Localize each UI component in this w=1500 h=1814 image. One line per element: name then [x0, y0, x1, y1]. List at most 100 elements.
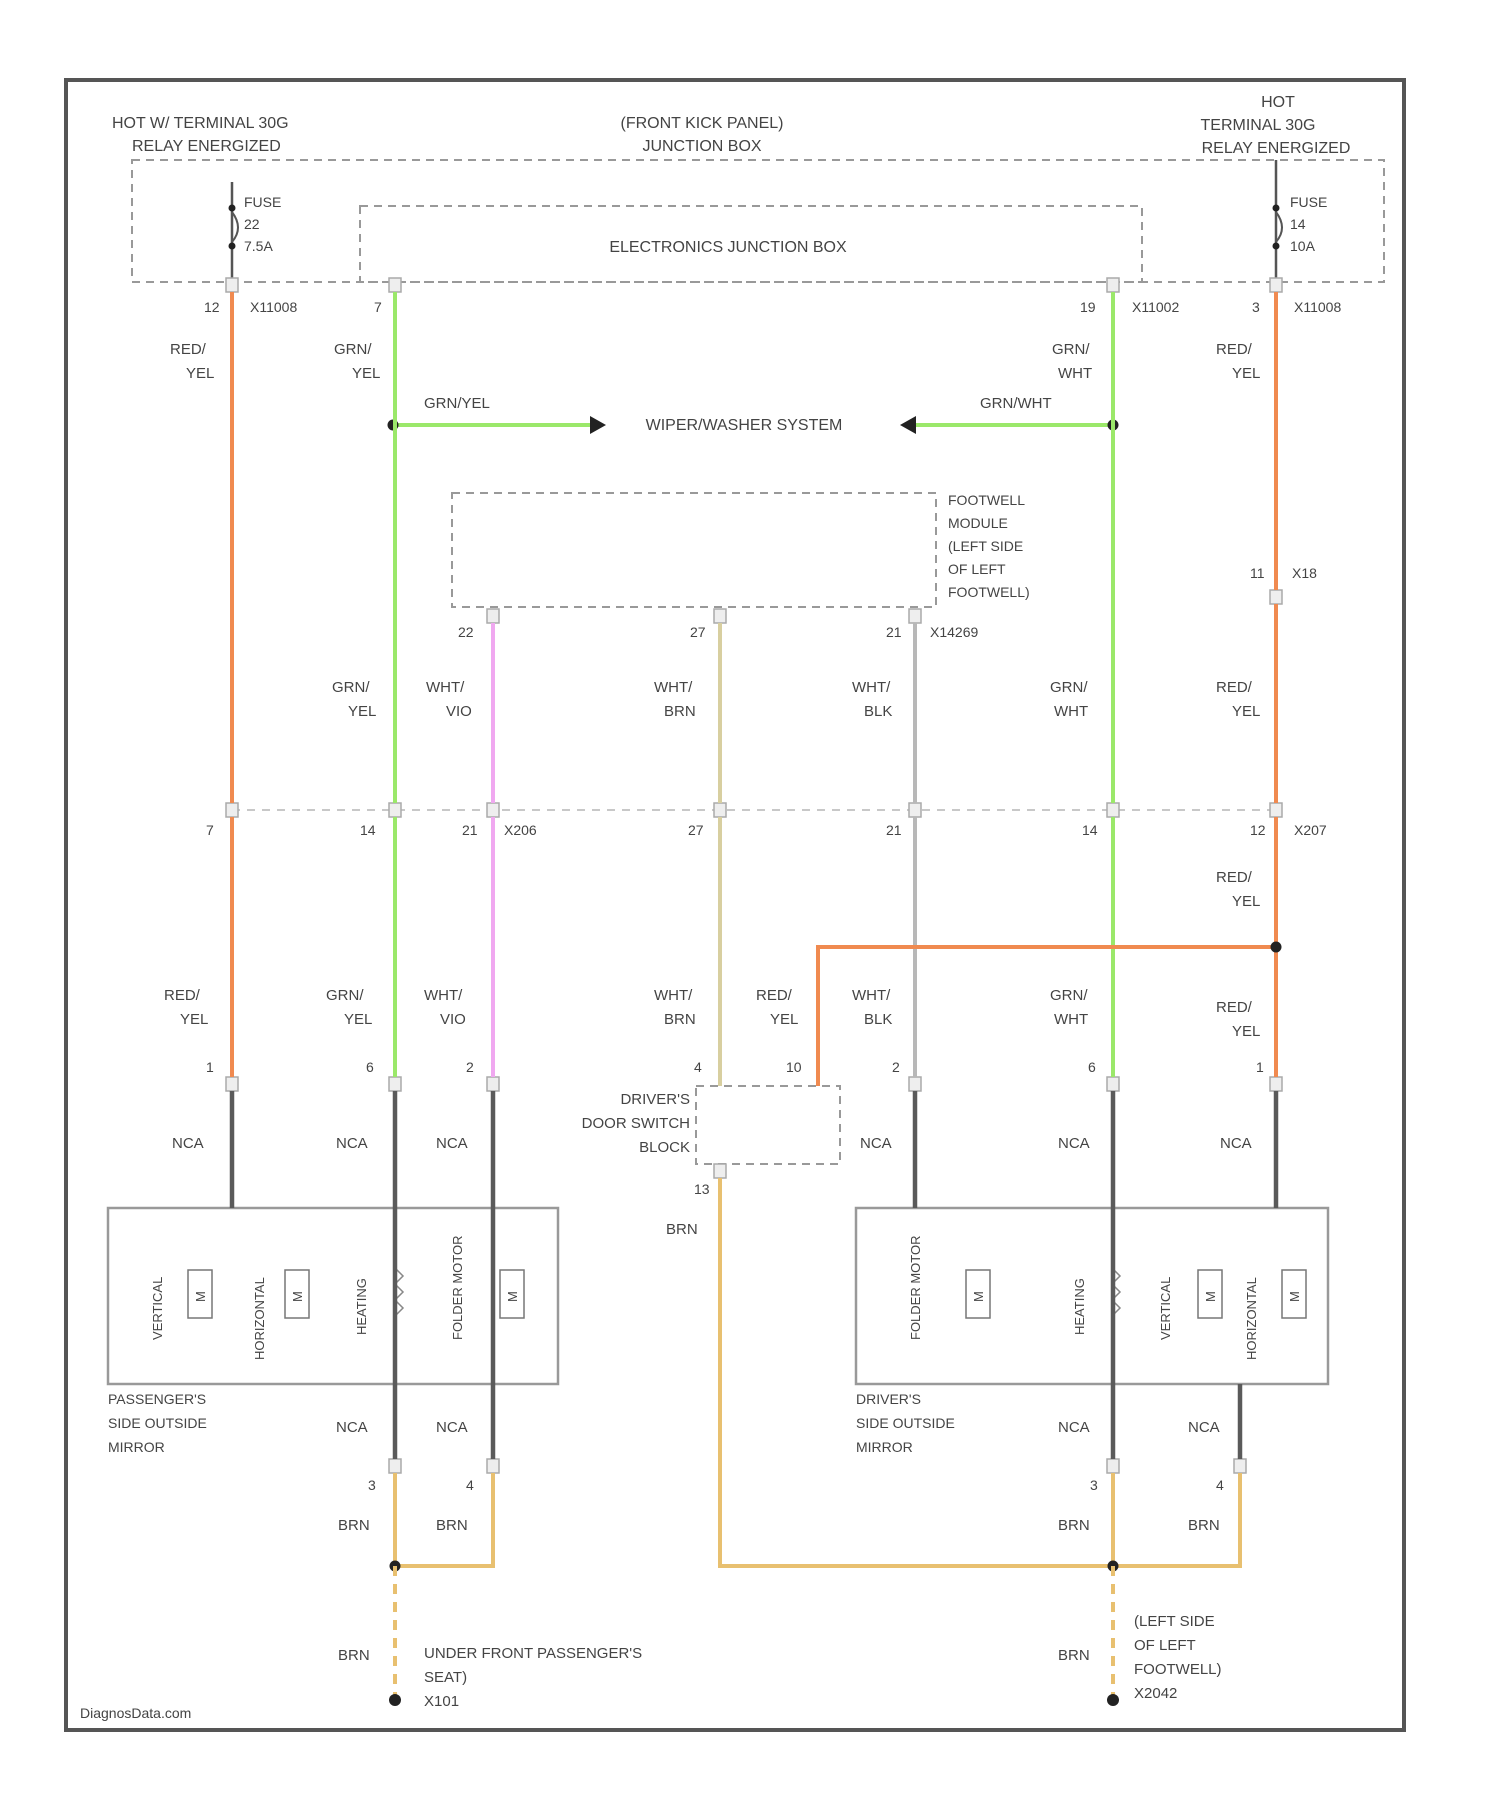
wire-label-yel: YEL [1232, 365, 1260, 382]
wire-label-red: RED/ [756, 987, 793, 1004]
pin-box [1107, 1077, 1119, 1091]
wire-label-vio: VIO [440, 1011, 466, 1028]
conn-x11002: X11002 [1132, 299, 1179, 315]
wire-label-brn: BRN [1058, 1517, 1090, 1534]
wire-label-yel: YEL [1232, 893, 1260, 910]
pin-4-switch: 4 [694, 1059, 702, 1075]
wire-label-wht: WHT [1058, 365, 1092, 382]
wire-label-red: RED/ [164, 987, 201, 1004]
pin-3-drv-bottom: 3 [1090, 1477, 1098, 1493]
wire-label-brn: BRN [666, 1221, 698, 1238]
wire-label-yel: YEL [348, 703, 376, 720]
pin-box [389, 803, 401, 817]
wire-label-wht: WHT [1054, 1011, 1088, 1028]
wire-label-nca: NCA [1058, 1419, 1090, 1436]
fuse-left-label: FUSE [244, 194, 281, 210]
hot-right-label-3: RELAY ENERGIZED [1202, 140, 1351, 157]
footwell-label-2: MODULE [948, 515, 1008, 531]
wire-label-brn: BRN [436, 1517, 468, 1534]
wire-label-red: RED/ [1216, 341, 1253, 358]
pin-3-top: 3 [1252, 299, 1260, 315]
pin-box [487, 609, 499, 623]
wire-label-yel: YEL [344, 1011, 372, 1028]
pass-folder-motor: FOLDER MOTOR M [450, 1236, 524, 1341]
wire-label-wht: WHT/ [426, 679, 465, 696]
pin-21-x207: 21 [886, 822, 902, 838]
wire-label-nca: NCA [860, 1135, 892, 1152]
motor-m-label: M [971, 1291, 986, 1302]
front-kick-label: (FRONT KICK PANEL) [621, 115, 784, 132]
motor-vertical-label: VERTICAL [150, 1277, 165, 1340]
ejb-label: ELECTRONICS JUNCTION BOX [609, 239, 847, 256]
pin-7-top: 7 [374, 299, 382, 315]
wire-label-red: RED/ [1216, 679, 1253, 696]
fuse-right-amp: 10A [1290, 238, 1316, 254]
fuse-right-icon [1273, 160, 1283, 278]
wire-label-grn: GRN/ [1050, 679, 1088, 696]
wire-label-red: RED/ [170, 341, 207, 358]
pin-13-switch: 13 [694, 1181, 710, 1197]
motor-vertical-label: VERTICAL [1158, 1277, 1173, 1340]
wire-grn-yel-label: GRN/YEL [424, 395, 490, 412]
gnd-drv-label-1: (LEFT SIDE [1134, 1613, 1215, 1630]
pass-mirror-label-2: SIDE OUTSIDE [108, 1415, 207, 1431]
pin-box [389, 1077, 401, 1091]
pin-box [714, 609, 726, 623]
fuse-left-icon [229, 182, 239, 278]
drv-mirror-label-3: MIRROR [856, 1439, 913, 1455]
pin-box [909, 609, 921, 623]
conn-x14269: X14269 [930, 624, 978, 640]
pin-7-x206: 7 [206, 822, 214, 838]
wire-label-brn: BRN [1188, 1517, 1220, 1534]
pin-box [1270, 803, 1282, 817]
hot-right-label-2: TERMINAL 30G [1201, 117, 1316, 134]
pin-box [714, 803, 726, 817]
hot-right-label: HOT [1261, 94, 1295, 111]
folder-motor-label: FOLDER MOTOR [908, 1236, 923, 1341]
pin-12-top: 12 [204, 299, 220, 315]
wire-label-grn: GRN/ [326, 987, 364, 1004]
pin-6-drv: 6 [1088, 1059, 1096, 1075]
footwell-label-3: (LEFT SIDE [948, 538, 1023, 554]
pin-10-switch: 10 [786, 1059, 802, 1075]
wire-label-wht: WHT/ [852, 987, 891, 1004]
wire-label-yel: YEL [1232, 703, 1260, 720]
gnd-pass-label-3: X101 [424, 1693, 459, 1710]
wire-label-nca: NCA [1058, 1135, 1090, 1152]
wire-brn-drv-ground [720, 1178, 1240, 1566]
wire-label-yel: YEL [186, 365, 214, 382]
pin-22-footwell: 22 [458, 624, 474, 640]
pin-1-pass: 1 [206, 1059, 214, 1075]
wire-label-wht: WHT/ [654, 679, 693, 696]
pin-box [909, 803, 921, 817]
arrow-left-icon [900, 416, 916, 434]
wire-label-nca: NCA [436, 1419, 468, 1436]
footwell-label-4: OF LEFT [948, 561, 1006, 577]
pin-27-footwell: 27 [690, 624, 706, 640]
gnd-drv-label-3: FOOTWELL) [1134, 1661, 1222, 1678]
pin-box [487, 803, 499, 817]
pin-box [487, 1459, 499, 1473]
wire-label-nca: NCA [172, 1135, 204, 1152]
hot-left-label-2: RELAY ENERGIZED [132, 138, 281, 155]
pin-27-x207: 27 [688, 822, 704, 838]
front-kick-label-2: JUNCTION BOX [642, 138, 761, 155]
pass-mirror-label-3: MIRROR [108, 1439, 165, 1455]
footwell-label-5: FOOTWELL) [948, 584, 1030, 600]
wire-label-brn: BRN [664, 703, 696, 720]
pin-box [1107, 803, 1119, 817]
pass-motor-horizontal: HORIZONTAL M [252, 1270, 309, 1360]
motor-m-label: M [1287, 1291, 1302, 1302]
pin-box [1270, 278, 1282, 292]
wire-label-grn: GRN/ [1050, 987, 1088, 1004]
folder-motor-label: FOLDER MOTOR [450, 1236, 465, 1341]
wire-label-nca: NCA [336, 1419, 368, 1436]
wire-label-red: RED/ [1216, 999, 1253, 1016]
wire-label-wht: WHT/ [424, 987, 463, 1004]
wire-label-red: RED/ [1216, 869, 1253, 886]
watermark: DiagnosData.com [80, 1705, 191, 1721]
door-switch-label-1: DRIVER'S [620, 1091, 690, 1108]
diagram-border [66, 80, 1404, 1730]
pin-1-drv: 1 [1256, 1059, 1264, 1075]
